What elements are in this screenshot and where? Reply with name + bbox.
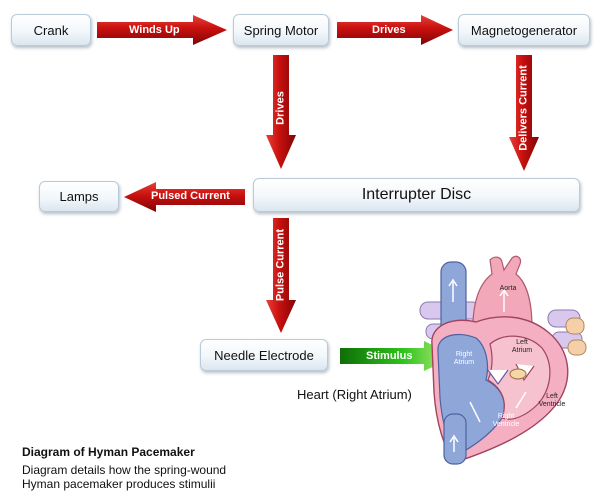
drives-vertical-label: Drives [274, 91, 287, 125]
node-needle-electrode: Needle Electrode [200, 339, 328, 371]
label-left-ventricle-2: Ventricle [539, 401, 566, 408]
node-lamps: Lamps [39, 181, 119, 212]
node-magnetogenerator: Magnetogenerator [458, 14, 590, 46]
node-crank: Crank [11, 14, 91, 46]
drives-vertical-arrow [266, 55, 296, 169]
delivers-current-label: Delivers Current [517, 65, 530, 151]
node-interrupter-disc: Interrupter Disc [253, 178, 580, 212]
diagram-title: Diagram of Hyman Pacemaker [22, 445, 195, 459]
diagram-description-line2: Hyman pacemaker produces stimulii [22, 477, 216, 491]
diagram-description-line1: Diagram details how the spring-wound [22, 463, 227, 477]
label-right-ventricle-1: Right [498, 413, 514, 420]
pulsed-current-label: Pulsed Current [151, 190, 230, 202]
winds-up-arrow [97, 15, 227, 45]
label-left-ventricle-1: Left [546, 393, 558, 400]
pulse-current-label: Pulse Current [274, 228, 287, 302]
stimulus-label: Stimulus [366, 350, 413, 362]
pulse-current-arrow [266, 218, 296, 333]
delivers-current-arrow [509, 55, 539, 171]
pulsed-current-arrow [124, 182, 245, 212]
drives-horizontal-label: Drives [372, 24, 406, 36]
heart-illustration: Aorta Right Atrium Left Atrium Right Ven… [419, 255, 587, 465]
drives-horizontal-arrow [337, 15, 453, 45]
label-right-atrium-2: Atrium [454, 359, 474, 366]
label-left-atrium-1: Left [516, 339, 528, 346]
label-right-atrium-1: Right [456, 351, 472, 358]
heart-caption: Heart (Right Atrium) [297, 387, 412, 402]
node-spring-motor: Spring Motor [233, 14, 329, 46]
winds-up-label: Winds Up [129, 24, 180, 36]
stimulus-arrow [340, 341, 456, 371]
label-right-ventricle-2: Ventricle [493, 421, 520, 428]
label-left-atrium-2: Atrium [512, 347, 532, 354]
label-aorta: Aorta [500, 285, 517, 292]
